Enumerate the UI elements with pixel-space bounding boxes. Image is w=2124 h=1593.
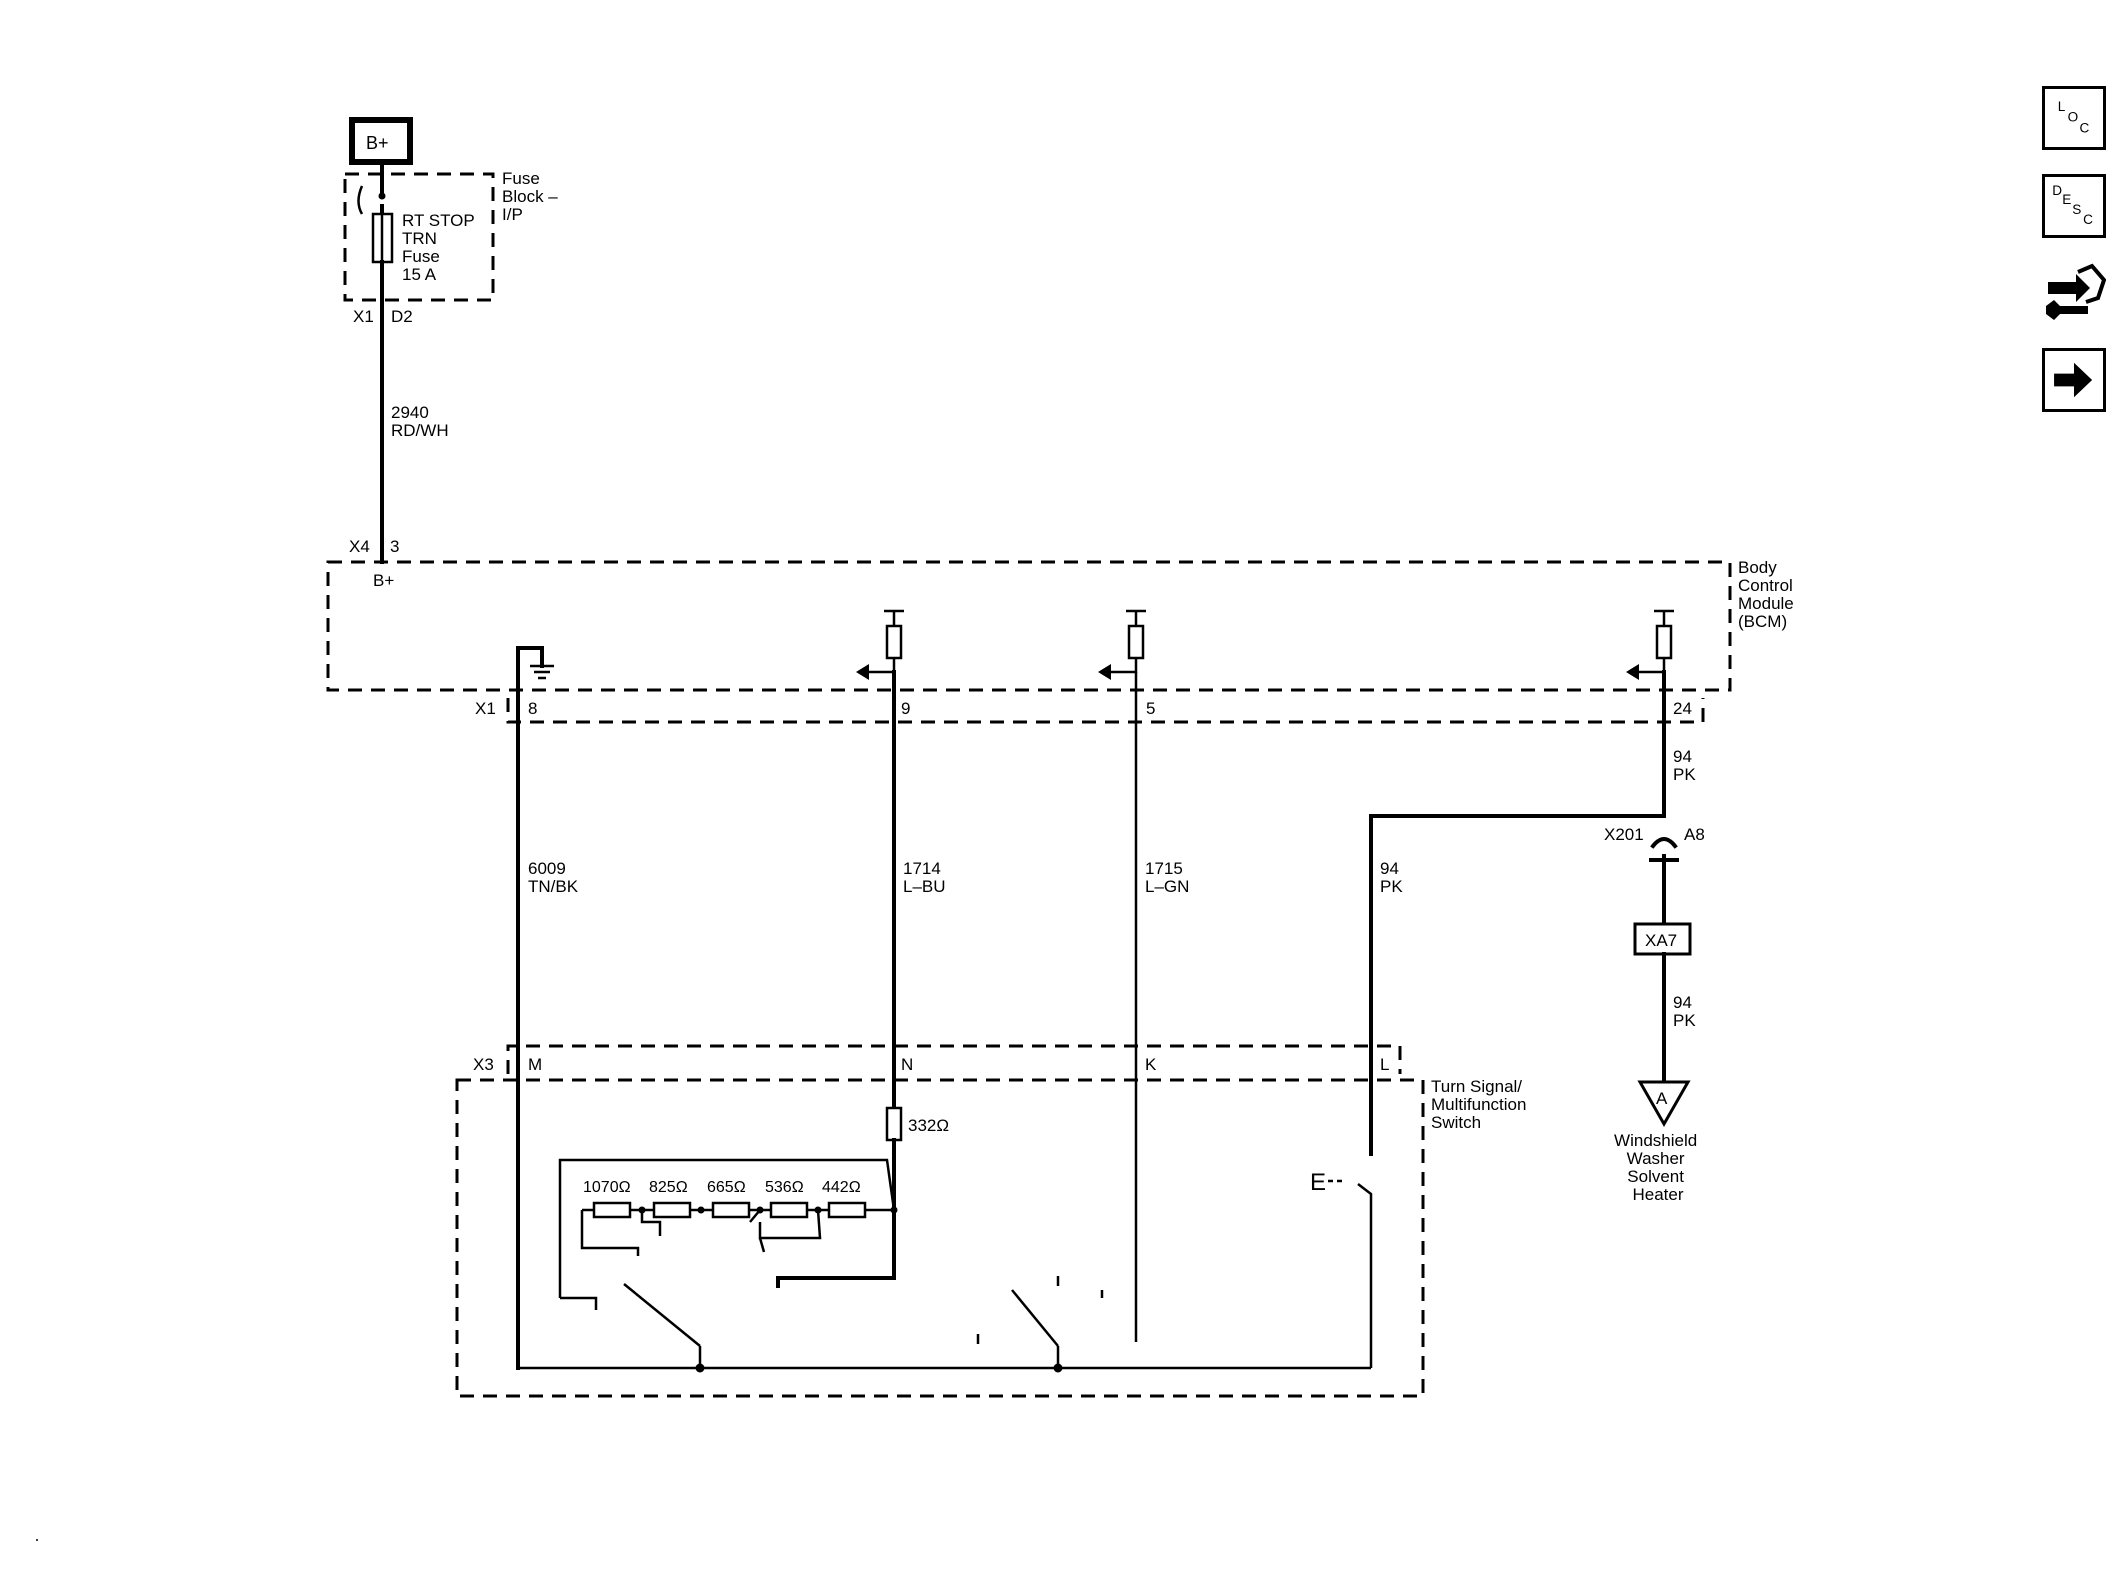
connector-end-view-button[interactable] xyxy=(2042,260,2106,324)
resistor-536 xyxy=(769,1201,809,1219)
fuse-block: RT STOP TRN Fuse 15 A Fuse Block – I/P X… xyxy=(343,160,562,326)
wire-94-to-switch xyxy=(1369,670,1666,1156)
bcm-pin-9: 9 xyxy=(901,699,910,718)
switch-x3-label: X3 xyxy=(473,1055,494,1074)
switch-pin-m: M xyxy=(528,1055,542,1074)
multifunction-switch: X3 M N K L Turn Signal/ Multifunction Sw… xyxy=(455,1044,1531,1398)
description-button[interactable]: D E S C xyxy=(2042,174,2106,238)
resistor-442-label: 442Ω xyxy=(822,1179,861,1196)
bcm-driver-5 xyxy=(1098,609,1146,680)
battery-label: B+ xyxy=(366,133,389,153)
resistor-536-label: 536Ω xyxy=(765,1179,804,1196)
fuse-block-label: Fuse Block – I/P xyxy=(502,169,562,224)
body-control-module: X4 3 B+ Body Control Module (BCM) xyxy=(326,537,1799,724)
resistor-1070-label: 1070Ω xyxy=(583,1179,631,1196)
bcm-x4-label: X4 xyxy=(349,537,370,556)
desc-letter-s: S xyxy=(2072,202,2081,217)
heater-marker: A xyxy=(1656,1089,1668,1108)
bcm-x1-label: X1 xyxy=(475,699,496,718)
wire-24-label: 94 PK xyxy=(1673,747,1697,784)
wire-2940-label: 2940 RD/WH xyxy=(391,403,449,440)
x201-pin-label: A8 xyxy=(1684,825,1705,844)
bcm-pin-5: 5 xyxy=(1146,699,1155,718)
desc-letter-c: C xyxy=(2083,212,2093,227)
location-button[interactable]: L O C xyxy=(2042,86,2106,150)
switch-pin-k: K xyxy=(1145,1055,1157,1074)
right-arrow-icon xyxy=(2054,362,2093,398)
switch-ground-e: E xyxy=(1310,1169,1326,1196)
switch-label: Turn Signal/ Multifunction Switch xyxy=(1431,1077,1531,1132)
bcm-pin-24: 24 xyxy=(1673,699,1692,718)
loc-letter-l: L xyxy=(2058,99,2066,114)
bcm-bplus-label: B+ xyxy=(373,571,394,590)
xa7-label: XA7 xyxy=(1645,931,1677,950)
switch-pin-n: N xyxy=(901,1055,913,1074)
series-resistor xyxy=(885,1106,903,1142)
wire-1715-label: 1715 L–GN xyxy=(1145,859,1189,896)
desc-letter-e: E xyxy=(2062,192,2071,207)
heater-label: Windshield Washer Solvent Heater xyxy=(1614,1131,1702,1204)
resistor-825-label: 825Ω xyxy=(649,1179,688,1196)
resistor-665-label: 665Ω xyxy=(707,1179,746,1196)
resistor-825 xyxy=(652,1201,692,1219)
loc-letter-o: O xyxy=(2068,110,2079,125)
wire-1714-label: 1714 L–BU xyxy=(903,859,946,896)
switch-pin-l: L xyxy=(1380,1055,1389,1074)
bcm-ground-symbol xyxy=(516,646,554,680)
bcm-pin-8: 8 xyxy=(528,699,537,718)
resistor-665 xyxy=(711,1201,751,1219)
wire-94-switch-label: 94 PK xyxy=(1380,859,1404,896)
fuse-label: RT STOP TRN Fuse 15 A xyxy=(402,211,479,284)
resistor-442 xyxy=(827,1201,867,1219)
description-icon: D E S C xyxy=(2052,183,2093,227)
next-page-button[interactable] xyxy=(2042,348,2106,412)
wire-6009-label: 6009 TN/BK xyxy=(528,859,579,896)
splice-x201: X201 A8 xyxy=(1604,825,1705,940)
series-resistor-label: 332Ω xyxy=(908,1116,949,1135)
desc-letter-d: D xyxy=(2052,183,2062,198)
location-icon: L O C xyxy=(2058,99,2090,136)
fuse-connector-label: X1 xyxy=(353,307,374,326)
battery-supply: B+ xyxy=(349,117,413,165)
washer-solvent-heater: A Windshield Washer Solvent Heater xyxy=(1614,1080,1702,1204)
connector-wrench-icon xyxy=(2046,263,2106,320)
bcm-driver-9 xyxy=(856,609,904,680)
loc-letter-c: C xyxy=(2079,121,2089,136)
bcm-label: Body Control Module (BCM) xyxy=(1738,558,1799,631)
wire-heater-label: 94 PK xyxy=(1673,993,1697,1030)
resistor-1070 xyxy=(592,1201,632,1219)
inline-xa7: XA7 xyxy=(1633,922,1692,956)
x201-connector-label: X201 xyxy=(1604,825,1644,844)
bcm-x4-pin: 3 xyxy=(390,537,399,556)
fuse-pin-label: D2 xyxy=(391,307,413,326)
bcm-driver-24 xyxy=(1626,609,1674,680)
